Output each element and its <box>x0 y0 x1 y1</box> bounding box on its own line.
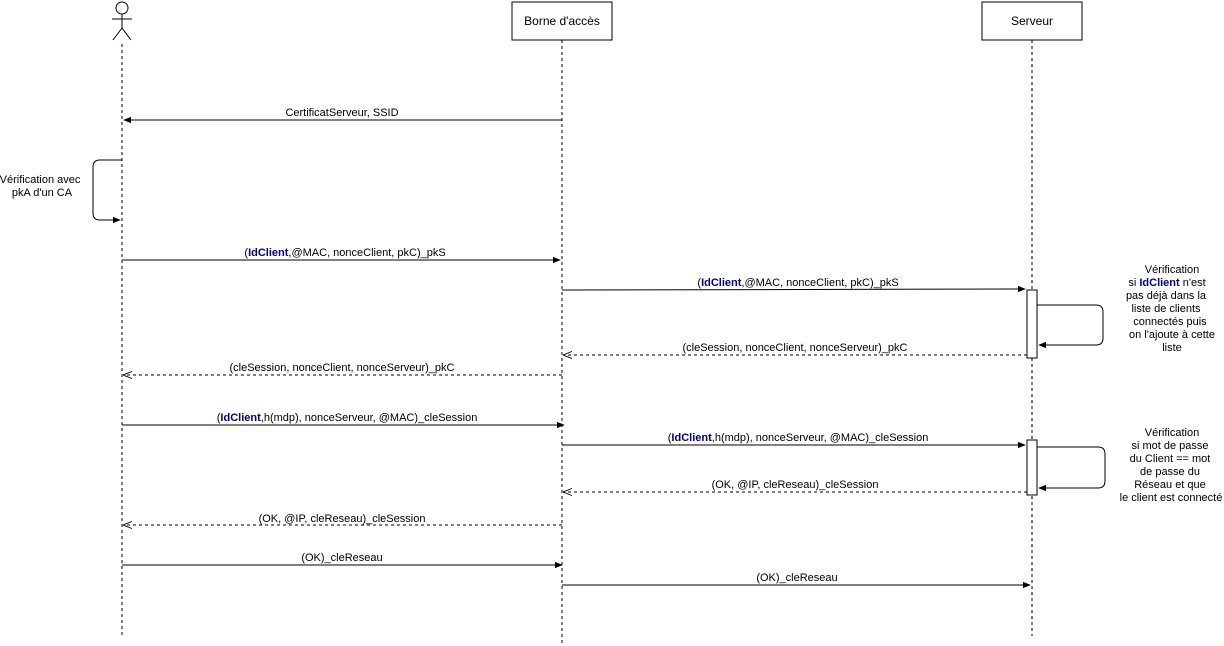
server-note-1-line-7: liste <box>1162 342 1182 354</box>
message-label-11: (OK)_cleReseau <box>756 572 837 584</box>
self-call-server-1 <box>1037 304 1104 349</box>
message-label-2-rest: ,@MAC, nonceClient, pkC)_pkS <box>288 247 445 259</box>
message-label-1: CertificatServeur, SSID <box>285 107 398 119</box>
server-note-2-line-4: de passe du <box>1140 466 1200 478</box>
client-actor-icon <box>112 1 132 41</box>
message-label-7-prefix: ( <box>668 432 672 444</box>
participant-borne-label: Borne d'accès <box>524 14 600 28</box>
server-note-2: Vérification si mot de passe du Client =… <box>1120 427 1223 504</box>
message-label-3: (IdClient,@MAC, nonceClient, pkC)_pkS <box>682 277 908 289</box>
message-label-6-highlight: IdClient <box>220 412 261 424</box>
message-label-6: (IdClient,h(mdp), nonceServeur, @MAC)_cl… <box>201 412 486 424</box>
message-arrow-3 <box>561 285 1026 293</box>
server-activation-1 <box>1026 289 1038 359</box>
message-label-3-prefix: ( <box>697 277 701 289</box>
self-call-label-1: Vérification avec <box>0 174 81 186</box>
self-call-label-2: pkA d'un CA <box>12 187 73 199</box>
server-note-1-line-2: si IdClient n'est <box>1128 277 1205 289</box>
message-label-6-prefix: ( <box>217 412 221 424</box>
participant-serveur-label: Serveur <box>1011 14 1053 28</box>
message-label-7-rest: ,h(mdp), nonceServeur, @MAC)_cleSession <box>712 432 929 444</box>
message-label-6-rest: ,h(mdp), nonceServeur, @MAC)_cleSession <box>261 412 478 424</box>
server-note-1-line-6: on l'ajoute à cette <box>1129 329 1215 341</box>
server-note-1: Vérification si IdClient n'est pas déjà … <box>1126 264 1215 354</box>
server-note-1-line-1: Vérification <box>1145 264 1199 276</box>
message-label-2-highlight: IdClient <box>248 247 289 259</box>
participant-serveur: Serveur <box>981 1 1083 41</box>
server-activation-2 <box>1026 439 1038 496</box>
message-label-3-highlight: IdClient <box>701 277 742 289</box>
server-note-1-line-3: pas déjà dans la <box>1126 290 1207 302</box>
server-note-2-line-2: si mot de passe <box>1131 440 1208 452</box>
message-label-8: (OK, @IP, cleReseau)_cleSession <box>712 479 879 491</box>
message-label-7: (IdClient,h(mdp), nonceServeur, @MAC)_cl… <box>652 432 937 444</box>
server-note-1-line-2-highlight: IdClient <box>1139 277 1180 289</box>
server-note-1-line-4: liste de clients <box>1131 303 1201 315</box>
self-call-client <box>92 159 122 224</box>
message-label-2-prefix: ( <box>244 247 248 259</box>
message-label-9: (OK, @IP, cleReseau)_cleSession <box>259 513 426 525</box>
server-note-2-line-3: du Client == mot <box>1130 453 1211 465</box>
message-label-4: (cleSession, nonceClient, nonceServeur)_… <box>682 342 907 354</box>
message-label-5: (cleSession, nonceClient, nonceServeur)_… <box>229 362 454 374</box>
server-note-2-line-1: Vérification <box>1145 427 1199 439</box>
server-note-1-line-2-post: n'est <box>1180 277 1206 289</box>
message-label-10: (OK)_cleReseau <box>301 552 382 564</box>
message-label-2: (IdClient,@MAC, nonceClient, pkC)_pkS <box>229 247 455 259</box>
server-note-1-line-5: connectés puis <box>1133 316 1207 328</box>
server-note-2-line-5: Réseau et que <box>1134 479 1206 491</box>
server-note-1-line-2-pre: si <box>1128 277 1139 289</box>
participant-borne: Borne d'accès <box>511 1 613 41</box>
self-call-server-2 <box>1037 446 1106 492</box>
server-note-2-line-6: le client est connecté <box>1120 492 1223 504</box>
message-label-7-highlight: IdClient <box>671 432 712 444</box>
message-label-3-rest: ,@MAC, nonceClient, pkC)_pkS <box>741 277 898 289</box>
